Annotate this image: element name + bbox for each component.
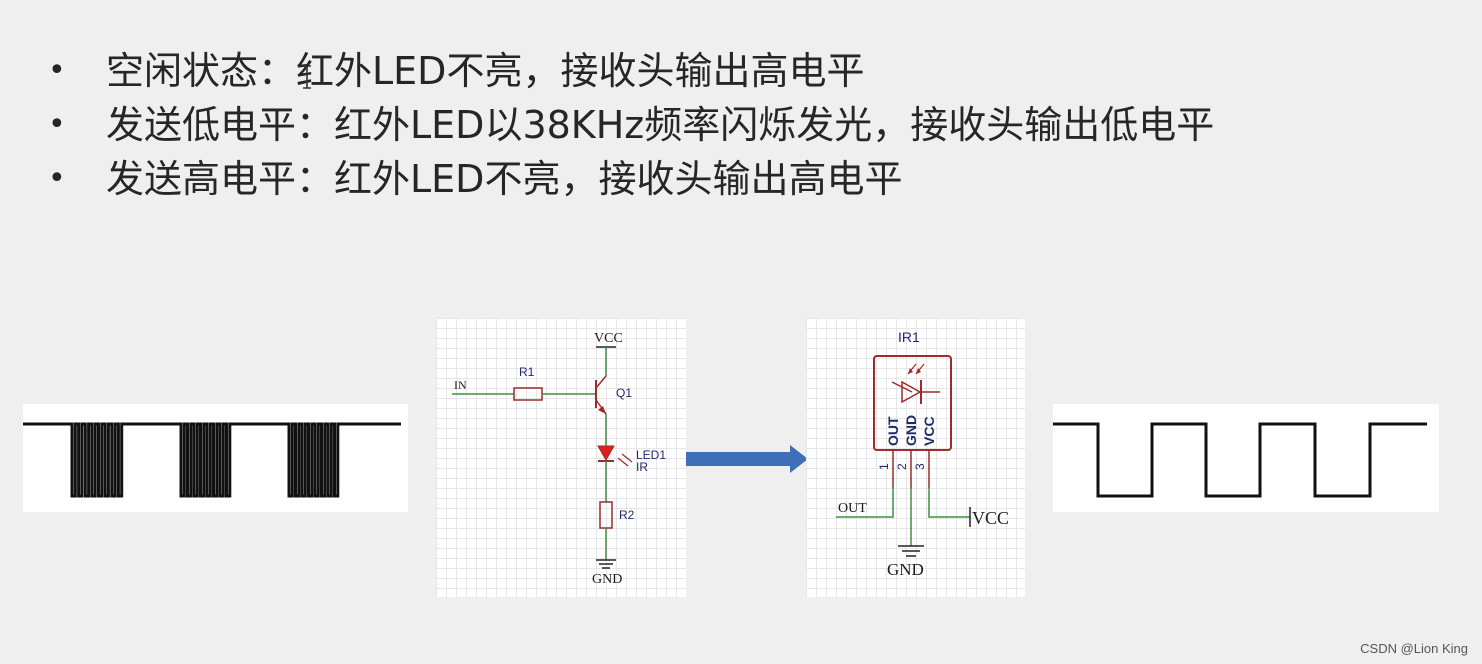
pin-vcc-label: VCC — [921, 416, 937, 446]
bullet-item-send-high: • 发送高电平：红外LED不亮，接收头输出高电平 — [40, 152, 1214, 206]
ir1-diode-lead-left — [891, 381, 913, 393]
ir1-body — [873, 355, 952, 451]
r1-label: R1 — [519, 365, 535, 379]
receiver-output-waveform-trace — [1053, 422, 1427, 498]
led1-diode — [597, 445, 615, 462]
vcc-label: VCC — [594, 331, 623, 346]
transmitter-schematic: VCC IN R1 Q1 LED1 IR R2 GND — [436, 318, 686, 597]
ir-label: IR — [636, 460, 648, 474]
vcc-wire — [928, 488, 970, 518]
ir1-ray-arrow-2 — [916, 368, 921, 374]
r2-resistor — [599, 501, 613, 529]
ir1-diode — [901, 380, 922, 404]
receiver-schematic: IR1 OUT GND VCC 1 2 3 OUT GND VCC — [806, 318, 1025, 597]
vcc-label: VCC — [972, 508, 1009, 528]
pin-3-number: 3 — [913, 463, 927, 470]
gnd-label: GND — [887, 560, 924, 579]
pin-2-number: 2 — [895, 463, 909, 470]
arrow-head — [790, 445, 808, 473]
receiver-output-waveform-graph — [1053, 422, 1427, 498]
gnd-label: GND — [592, 572, 622, 587]
ir1-ray-arrow-1 — [908, 368, 913, 374]
bullet-dot: • — [48, 161, 66, 196]
ir-led-waveform-trace — [23, 422, 401, 498]
r2-label: R2 — [619, 508, 635, 522]
ir1-label: IR1 — [898, 329, 920, 345]
out-label: OUT — [838, 501, 867, 516]
ir-led-waveform-graph — [23, 422, 401, 498]
q1-emitter-arrow — [598, 406, 606, 414]
bullet-list: • 空闲状态：红外LED不亮，接收头输出高电平 • 发送低电平：红外LED以38KH… — [40, 44, 1214, 206]
arrow-shaft — [686, 452, 790, 466]
bullet-dot: • — [48, 53, 66, 88]
pin-gnd-label: GND — [903, 415, 919, 446]
transmitter-schematic-drawing: VCC IN R1 Q1 LED1 IR R2 GND — [452, 331, 666, 587]
in-label: IN — [454, 378, 467, 392]
q1-collector — [595, 375, 607, 389]
r1-resistor — [513, 387, 543, 401]
right-arrow-icon — [686, 445, 808, 473]
led1-label: LED1 — [636, 448, 666, 462]
bullet-text-idle: 空闲状态：红外LED不亮，接收头输出高电平 — [106, 49, 865, 93]
receiver-schematic-drawing: IR1 OUT GND VCC 1 2 3 OUT GND VCC — [836, 329, 1009, 579]
q1-label: Q1 — [616, 386, 632, 400]
bullet-text-send-high: 发送高电平：红外LED不亮，接收头输出高电平 — [106, 157, 903, 201]
bullet-dot: • — [48, 107, 66, 142]
pin-1-number: 1 — [877, 463, 891, 470]
text-cursor-icon — [303, 65, 311, 89]
pin-out-label: OUT — [885, 416, 901, 446]
receiver-output-waveform — [1053, 404, 1439, 512]
ir-led-waveform — [23, 404, 408, 512]
bullet-item-idle: • 空闲状态：红外LED不亮，接收头输出高电平 — [40, 44, 1214, 98]
out-wire — [836, 488, 894, 518]
bullet-item-send-low: • 发送低电平：红外LED以38KHz频率闪烁发光，接收头输出低电平 — [40, 98, 1214, 152]
watermark: CSDN @Lion King — [1360, 641, 1468, 656]
led1-ray-1 — [617, 457, 629, 467]
led1-ray-2 — [621, 453, 633, 463]
bullet-text-send-low: 发送低电平：红外LED以38KHz频率闪烁发光，接收头输出低电平 — [106, 103, 1215, 147]
